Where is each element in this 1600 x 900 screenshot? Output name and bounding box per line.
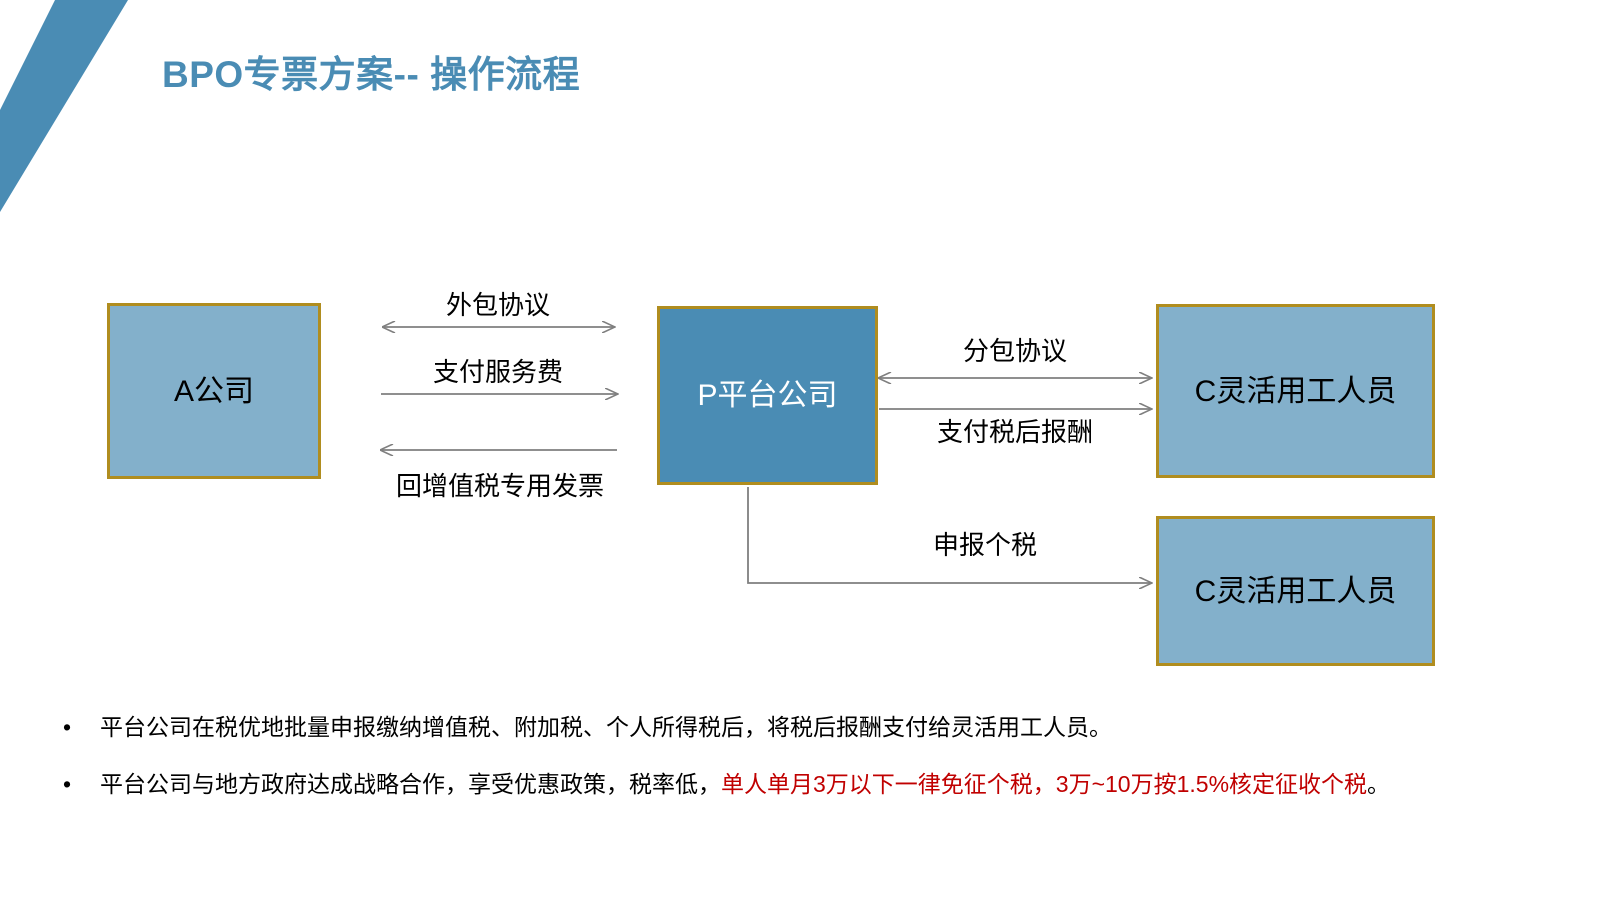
list-item: • 平台公司与地方政府达成战略合作，享受优惠政策，税率低，单人单月3万以下一律免…	[55, 762, 1555, 807]
arrow-label-after-tax-pay: 支付税后报酬	[936, 417, 1093, 447]
arrow-label-subcontract: 分包协议	[962, 336, 1067, 366]
bullet-text-tail: 。	[1367, 770, 1391, 797]
node-platform-p[interactable]: P平台公司	[657, 306, 878, 485]
bullet-text: 平台公司与地方政府达成战略合作，享受优惠政策，税率低，	[100, 770, 721, 797]
arrow-label-service-fee: 支付服务费	[432, 357, 563, 387]
bullet-marker: •	[63, 714, 72, 740]
node-label: A公司	[173, 374, 254, 408]
arrow-label-declare-tax: 申报个税	[932, 530, 1037, 560]
list-item: • 平台公司在税优地批量申报缴纳增值税、附加税、个人所得税后，将税后报酬支付给灵…	[55, 705, 1555, 750]
arrow-label-vat-invoice: 回增值税专用发票	[395, 471, 604, 501]
node-flexible-worker-1[interactable]: C灵活用工人员	[1156, 304, 1435, 478]
bullet-marker: •	[63, 770, 72, 797]
bullet-list: • 平台公司在税优地批量申报缴纳增值税、附加税、个人所得税后，将税后报酬支付给灵…	[55, 705, 1555, 819]
node-label: C灵活用工人员	[1194, 374, 1397, 408]
page-title: BPO专票方案-- 操作流程	[162, 54, 581, 95]
node-label: P平台公司	[697, 379, 838, 412]
bullet-text: 平台公司在税优地批量申报缴纳增值税、附加税、个人所得税后，将税后报酬支付给灵活用…	[100, 714, 1112, 740]
node-label: C灵活用工人员	[1194, 574, 1397, 608]
node-company-a[interactable]: A公司	[107, 303, 321, 479]
node-flexible-worker-2[interactable]: C灵活用工人员	[1156, 516, 1435, 666]
arrow-label-outsourcing: 外包协议	[445, 290, 550, 320]
bullet-text-highlight: 单人单月3万以下一律免征个税，3万~10万按1.5%核定征收个税	[721, 770, 1368, 797]
